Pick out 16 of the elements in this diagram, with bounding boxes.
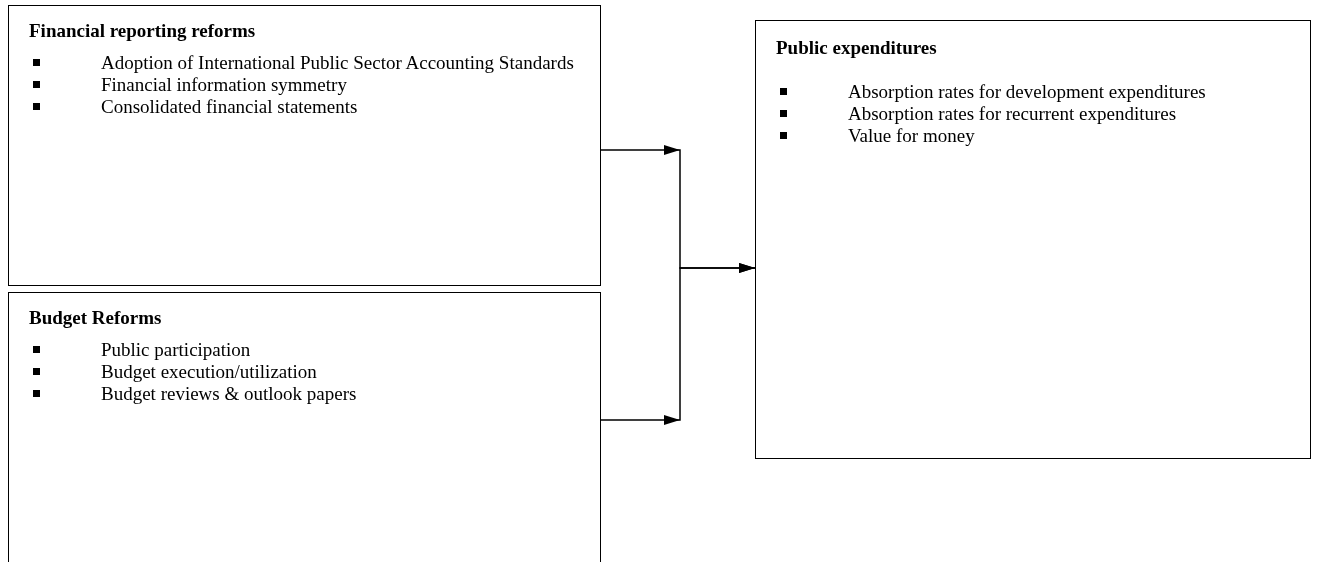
bullet-text: Financial information symmetry	[101, 74, 348, 96]
bullet-text: Public participation	[101, 339, 252, 361]
text-box	[8, 5, 601, 286]
text-box	[8, 292, 601, 562]
arrow	[600, 263, 756, 425]
bullet-text: Absorption rates for recurrent expenditures	[848, 103, 1178, 125]
bullet-text: Adoption of International Public Sector Accounting Standards	[101, 52, 575, 74]
bullet-text: Consolidated financial statements	[101, 96, 359, 118]
bullet-text: Budget execution/utilization	[101, 361, 318, 383]
bullet-text: Value for money	[848, 125, 976, 147]
bullet-text: Budget reviews & outlook papers	[101, 383, 358, 405]
box-heading: Financial reporting reforms	[29, 20, 257, 42]
bullet-text: Absorption rates for development expenditures	[848, 81, 1207, 103]
box-heading: Budget Reforms	[29, 307, 163, 329]
box-heading: Public expenditures	[776, 37, 938, 59]
text-box	[755, 20, 1311, 459]
